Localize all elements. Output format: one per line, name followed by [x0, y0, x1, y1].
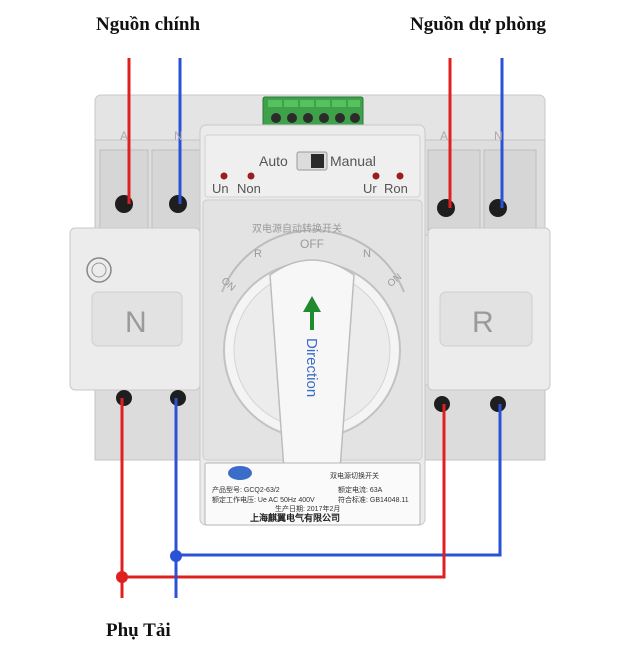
side-label-r: R	[472, 306, 494, 339]
switch-body	[69, 94, 551, 526]
side-label-n: N	[125, 306, 147, 339]
load-caption: Phụ Tải	[106, 620, 171, 641]
backup-source-caption: Nguồn dự phòng	[410, 14, 547, 35]
nameplate-company: 上海麒翼电气有限公司	[250, 512, 340, 523]
nameplate	[204, 462, 421, 526]
led-un-label: Un	[212, 181, 229, 196]
dial-n-label: N	[363, 248, 371, 260]
term-n-left: N	[174, 129, 183, 143]
led-non-label: Non	[237, 181, 261, 196]
junction-neutral	[170, 550, 182, 562]
junction-live	[116, 571, 128, 583]
nameplate-date: 生产日期: 2017年2月	[275, 504, 340, 513]
led-non	[247, 172, 255, 180]
led-un	[220, 172, 228, 180]
led-ur-label: Ur	[363, 181, 377, 196]
led-ur	[372, 172, 380, 180]
device-labels: Auto Manual Un Non Ur Ron A N A N 双电源自动转…	[120, 129, 503, 523]
nameplate-model: 产品型号: GCQ2-63/2	[212, 485, 280, 494]
side-box-r	[439, 291, 533, 347]
nameplate-standard: 符合标准: GB14048.11	[338, 495, 409, 504]
mode-auto-label: Auto	[259, 153, 288, 169]
nameplate-title: 双电源切换开关	[330, 471, 379, 480]
dial-r-label: R	[254, 248, 262, 260]
term-n-right: N	[494, 129, 503, 143]
load-live-wire	[120, 398, 446, 579]
mode-manual-label: Manual	[330, 153, 376, 169]
term-a-left: A	[120, 129, 128, 143]
dial-off-label: OFF	[300, 237, 324, 251]
knob-direction-label: Direction	[303, 338, 320, 397]
dial-top-text: 双电源自动转换开关	[252, 222, 342, 235]
load-neutral-wire	[174, 398, 502, 557]
side-box-n	[91, 291, 183, 347]
led-ron	[396, 172, 404, 180]
nameplate-current: 额定电流: 63A	[338, 485, 383, 494]
main-source-caption: Nguồn chính	[96, 14, 201, 35]
term-a-right: A	[440, 129, 448, 143]
led-ron-label: Ron	[384, 181, 408, 196]
nameplate-voltage: 额定工作电压: Ue AC 50Hz 400V	[212, 495, 315, 504]
